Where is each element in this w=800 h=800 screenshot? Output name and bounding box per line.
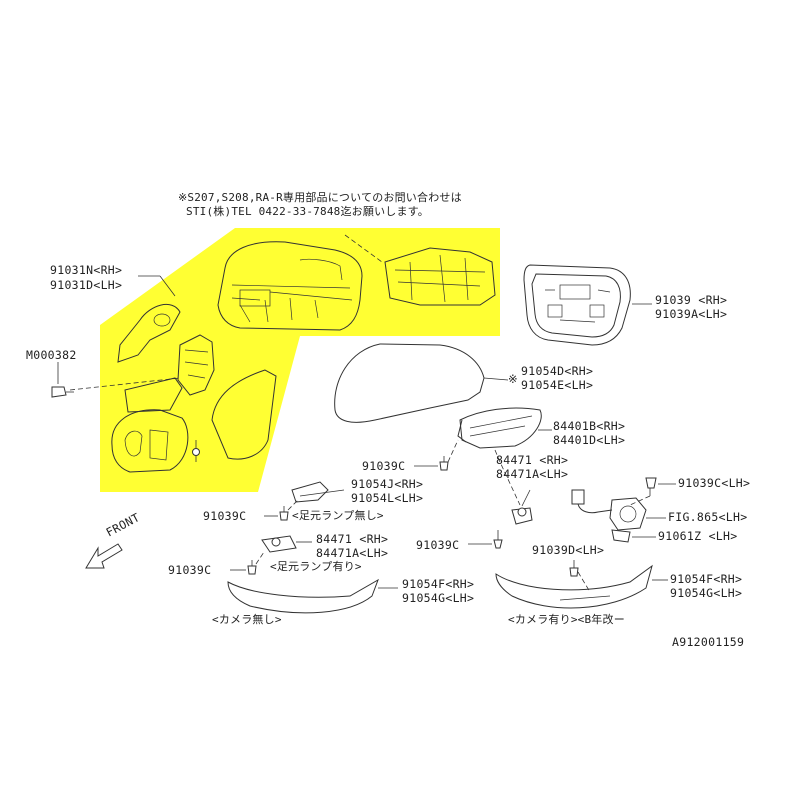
- label-camera-ref: FIG.865<LH>: [668, 510, 748, 524]
- label-mirror-glass-rh: 91039 <RH>: [655, 293, 728, 307]
- mirror-glass-drawing: [523, 264, 631, 346]
- label-garnish-right-note: <カメラ有り><B年改ー: [508, 613, 625, 626]
- mirror-assembly-drawing: [69, 234, 496, 473]
- label-garnish-left-rh: 91054F<RH>: [402, 577, 475, 591]
- bulb-left-drawing: [261, 535, 312, 553]
- screw-mid-drawing: [439, 456, 449, 471]
- screw-bracket-drawing: [279, 506, 289, 521]
- header-note-line2: STI(株)TEL 0422-33-7848迄お願いします。: [186, 205, 429, 218]
- label-mirror-assy-rh: 91031N<RH>: [50, 263, 123, 277]
- label-garnish-left-lh: 91054G<LH>: [402, 591, 475, 605]
- label-bracket-lh: 91054L<LH>: [351, 491, 424, 505]
- label-screw-lower-right: 91039D<LH>: [532, 543, 605, 557]
- mirror-cover-drawing: [334, 343, 509, 423]
- bracket-drawing: [291, 481, 345, 503]
- label-screw-lower-left: 91039C: [168, 563, 212, 577]
- highlight-area: [100, 228, 500, 492]
- label-mirror-assy-lh: 91031D<LH>: [50, 278, 123, 292]
- label-camera-part: 91061Z <LH>: [658, 529, 738, 543]
- header-note-line1: ※S207,S208,RA-R専用部品についてのお問い合わせは: [178, 191, 462, 204]
- garnish-right-drawing: [495, 564, 653, 609]
- label-bulb-left-rh: 84471 <RH>: [316, 532, 389, 546]
- drawing-number: A912001159: [672, 635, 745, 649]
- screw-m000382-drawing: [51, 386, 74, 398]
- garnish-left-drawing: [227, 578, 379, 614]
- label-cover-rh: 91054D<RH>: [521, 364, 594, 378]
- label-screw-left: M000382: [26, 348, 77, 362]
- camera-assembly-drawing: [571, 477, 657, 543]
- label-bracket-rh: 91054J<RH>: [351, 477, 424, 491]
- label-screw-right-top: 91039C<LH>: [678, 476, 751, 490]
- front-arrow: [85, 543, 123, 569]
- label-garnish-right-rh: 91054F<RH>: [670, 572, 743, 586]
- screw-lower-right-drawing: [569, 560, 579, 577]
- label-screw-mid2: 91039C: [416, 538, 460, 552]
- label-bulb-left-lh: 84471A<LH>: [316, 546, 389, 560]
- label-cover-mark: ※: [508, 372, 518, 386]
- turn-lamp-drawing: [457, 407, 542, 449]
- label-screw-bracket: 91039C: [203, 509, 247, 523]
- label-bulb-mid-lh: 84471A<LH>: [496, 467, 569, 481]
- screw-mid2-drawing: [493, 530, 503, 549]
- label-garnish-left-note: <カメラ無し>: [212, 613, 282, 626]
- label-garnish-right-lh: 91054G<LH>: [670, 586, 743, 600]
- screw-lower-left-drawing: [247, 560, 257, 575]
- bulb-mid-drawing: [511, 489, 533, 525]
- label-bulb-mid-rh: 84471 <RH>: [496, 453, 569, 467]
- label-bracket-note: <足元ランプ無し>: [292, 509, 384, 522]
- label-turn-lamp-lh: 84401D<LH>: [553, 433, 626, 447]
- label-screw-mid: 91039C: [362, 459, 406, 473]
- label-turn-lamp-rh: 84401B<RH>: [553, 419, 626, 433]
- label-bulb-left-note: <足元ランプ有り>: [270, 560, 362, 573]
- label-mirror-glass-lh: 91039A<LH>: [655, 307, 728, 321]
- label-cover-lh: 91054E<LH>: [521, 378, 594, 392]
